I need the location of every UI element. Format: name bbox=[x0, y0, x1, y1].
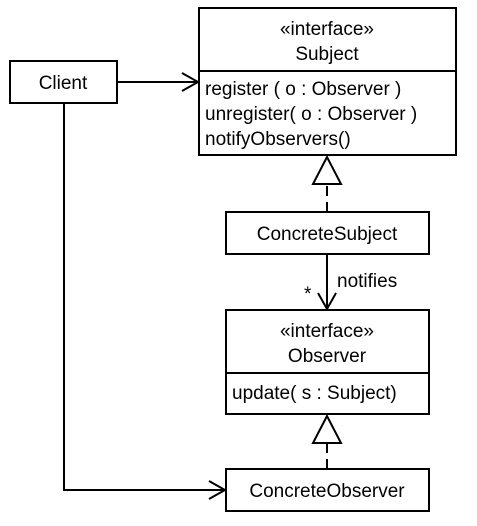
client-subject-arrowhead bbox=[181, 72, 201, 92]
client-concrete-observer-association bbox=[63, 103, 228, 500]
observer-stereotype: «interface» bbox=[280, 321, 374, 342]
concrete-subject-name: ConcreteSubject bbox=[257, 224, 398, 245]
notifies-multiplicity: * bbox=[304, 284, 312, 305]
subject-method-register: register ( o : Observer ) bbox=[205, 79, 401, 100]
subject-stereotype: «interface» bbox=[280, 19, 374, 40]
client-concrete-observer-arrowhead bbox=[208, 480, 228, 500]
observer-box bbox=[225, 309, 430, 415]
client-name: Client bbox=[39, 73, 88, 94]
subject-interface: «interface» Subject register ( o : Obser… bbox=[198, 7, 457, 156]
notifies-association: notifies * bbox=[304, 254, 397, 312]
subject-method-notify: notifyObservers() bbox=[205, 129, 351, 150]
client-subject-association bbox=[117, 72, 201, 92]
subject-box bbox=[198, 7, 457, 156]
subject-name: Subject bbox=[295, 44, 359, 65]
observer-method-update: update( s : Subject) bbox=[232, 383, 397, 404]
client-box bbox=[9, 60, 118, 104]
concrete-subject-class: ConcreteSubject bbox=[225, 211, 430, 255]
concrete-subject-realization-arrowhead bbox=[311, 154, 343, 185]
concrete-observer-realization-arrowhead bbox=[311, 413, 343, 444]
notifies-label: notifies bbox=[337, 271, 397, 292]
subject-method-unregister: unregister( o : Observer ) bbox=[205, 104, 417, 125]
concrete-observer-realization bbox=[311, 413, 343, 469]
concrete-observer-name: ConcreteObserver bbox=[249, 481, 405, 502]
client-concrete-observer-line bbox=[63, 103, 225, 491]
concrete-subject-realization bbox=[311, 154, 343, 212]
observer-interface: «interface» Observer update( s : Subject… bbox=[225, 309, 430, 415]
observer-name: Observer bbox=[288, 346, 367, 367]
notifies-arrowhead bbox=[317, 292, 337, 312]
concrete-observer-class: ConcreteObserver bbox=[225, 468, 430, 512]
client-class: Client bbox=[9, 60, 118, 104]
